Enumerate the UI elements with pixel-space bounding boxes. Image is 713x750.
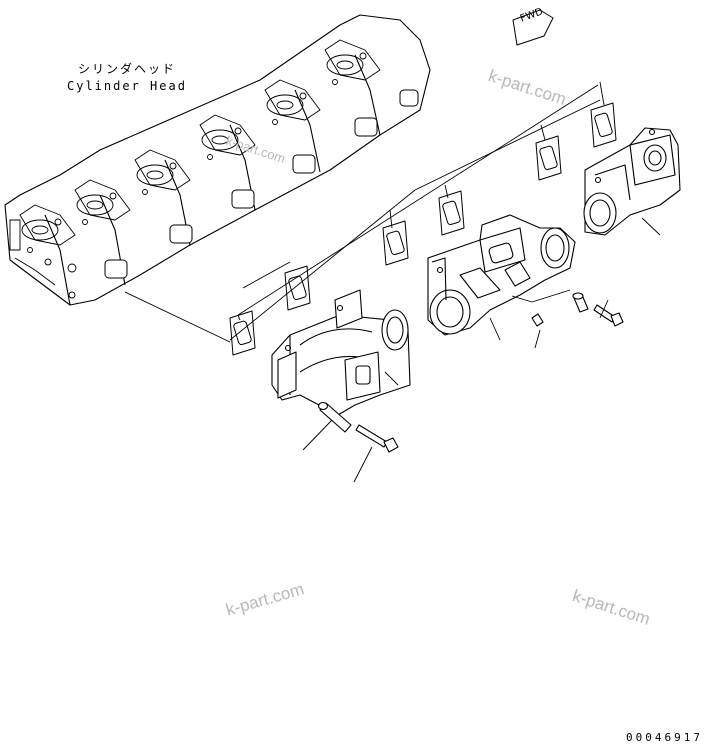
part-number: 00046917 bbox=[626, 731, 703, 744]
gasket-3 bbox=[382, 220, 409, 266]
sleeve-lower bbox=[317, 401, 352, 433]
sleeve-upper bbox=[572, 292, 589, 313]
plug bbox=[531, 313, 544, 327]
gasket-4 bbox=[438, 190, 465, 236]
exhaust-manifold-center bbox=[427, 214, 576, 336]
cylinder-head bbox=[4, 14, 431, 306]
gasket-6 bbox=[590, 102, 617, 148]
gasket-1 bbox=[229, 310, 256, 356]
exhaust-manifold-front bbox=[271, 289, 411, 416]
cylinder-head-label: Cylinder Head bbox=[67, 79, 187, 93]
gasket-2 bbox=[284, 265, 311, 311]
leader-lines bbox=[124, 81, 661, 483]
cylinder-head-label-jp: シリンダヘッド bbox=[78, 62, 177, 76]
exhaust-manifold-rear bbox=[583, 127, 681, 236]
bolt-upper bbox=[593, 304, 624, 327]
gasket-5 bbox=[535, 135, 562, 181]
gaskets bbox=[229, 102, 617, 356]
fwd-arrow-icon bbox=[512, 9, 554, 46]
bolt-lower bbox=[355, 424, 399, 453]
